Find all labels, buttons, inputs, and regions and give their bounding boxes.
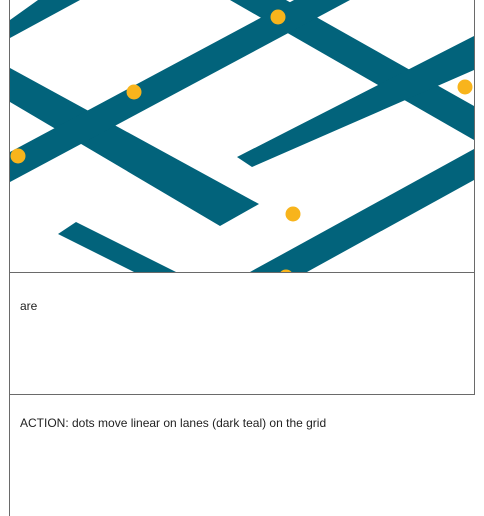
moving-dot bbox=[286, 207, 301, 222]
dialogue-text: are bbox=[20, 299, 37, 313]
row-divider bbox=[9, 272, 475, 273]
panel-border-right bbox=[474, 0, 475, 394]
lane-grid-svg bbox=[10, 0, 474, 272]
moving-dot bbox=[458, 80, 473, 95]
row-divider bbox=[9, 394, 475, 395]
lane-grid-illustration bbox=[10, 0, 474, 272]
action-text: ACTION: dots move linear on lanes (dark … bbox=[20, 416, 326, 430]
moving-dot bbox=[11, 149, 26, 164]
moving-dot bbox=[271, 10, 286, 25]
panel-border-left bbox=[9, 0, 10, 516]
moving-dot bbox=[127, 85, 142, 100]
